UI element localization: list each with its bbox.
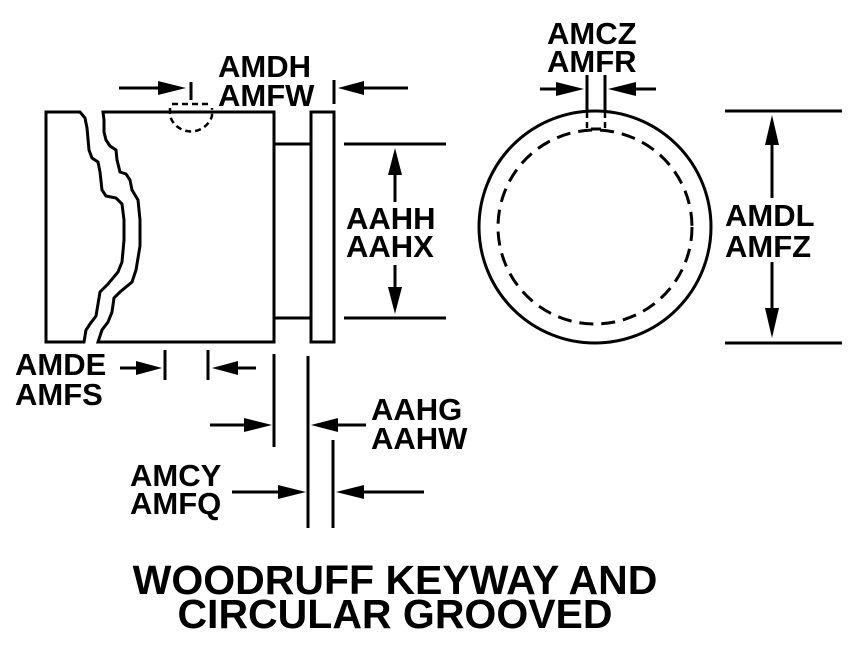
dim-key-position	[120, 350, 256, 380]
label-amfr: AMFR	[547, 44, 637, 79]
outer-circle	[477, 109, 713, 345]
title-line-2: CIRCULAR GROOVED	[177, 591, 612, 637]
label-amfz: AMFZ	[725, 229, 811, 264]
dim-groove-width	[210, 418, 366, 432]
dim-keyway-width	[119, 80, 408, 104]
label-amde: AMDE	[15, 347, 106, 382]
label-amfq: AMFQ	[130, 486, 221, 521]
label-aahx: AAHX	[346, 229, 434, 264]
dim-flange-thickness	[232, 485, 424, 499]
label-amdl: AMDL	[725, 198, 815, 233]
label-amcy: AMCY	[130, 458, 222, 493]
title-line-1: WOODRUFF KEYWAY AND	[133, 557, 658, 603]
flange	[309, 110, 336, 344]
dim-slot-width	[540, 82, 656, 96]
label-amfs: AMFS	[15, 377, 103, 412]
label-aahw: AAHW	[371, 421, 468, 456]
end-view	[477, 75, 713, 345]
shaft-left-break-piece	[44, 110, 126, 344]
woodruff-key-outline	[168, 108, 214, 133]
label-amcz: AMCZ	[547, 16, 637, 51]
label-amdh: AMDH	[218, 49, 311, 84]
label-aahg: AAHG	[371, 392, 462, 427]
groove-circle-dashed	[496, 128, 694, 326]
dim-outside-diameter	[725, 109, 842, 345]
shaft-main-body	[95, 110, 276, 344]
dim-hub-diameter	[344, 142, 446, 320]
shaft-side-view	[44, 102, 276, 344]
label-amfw: AMFW	[218, 78, 315, 113]
label-aahh: AAHH	[346, 201, 436, 236]
